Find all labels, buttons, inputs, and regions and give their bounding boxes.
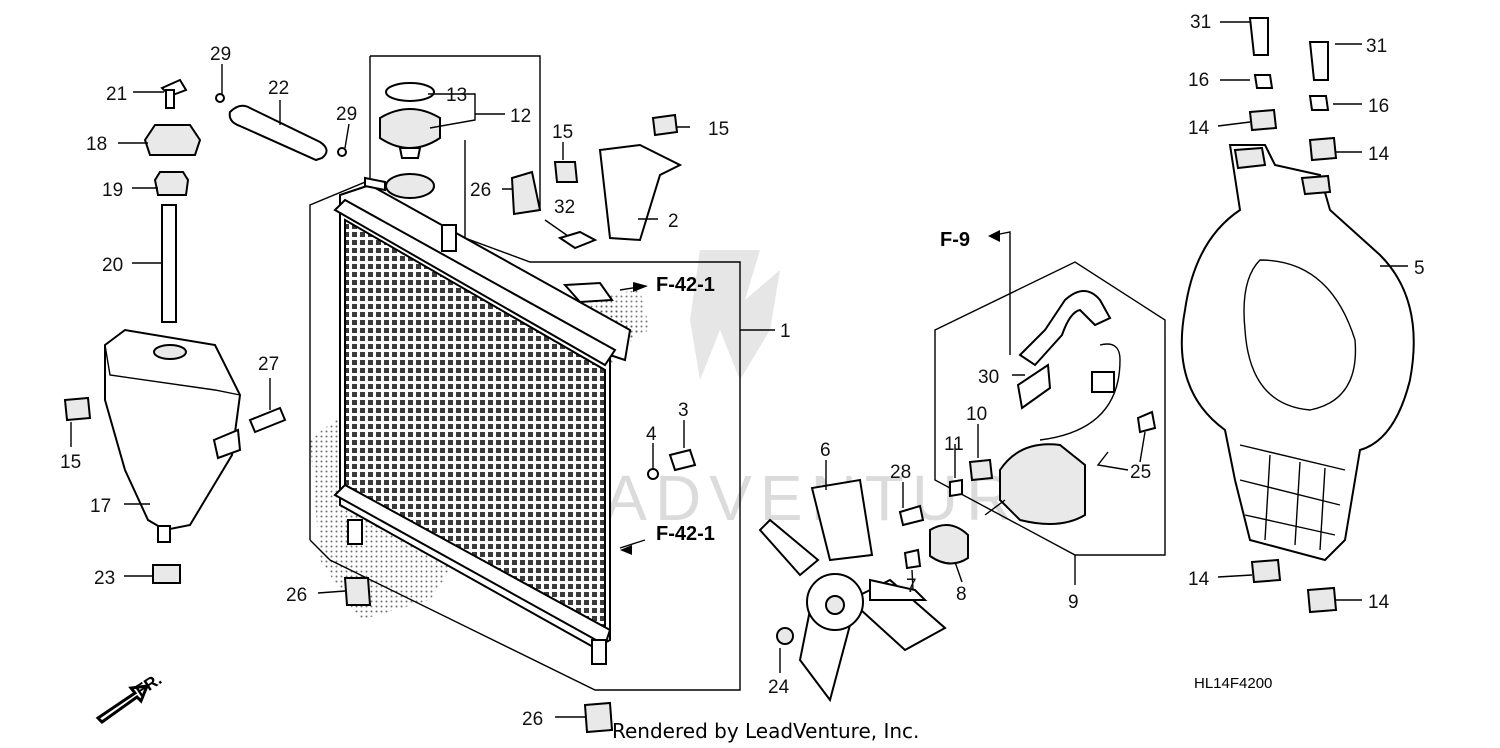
callout-4: 4 [646,424,657,445]
ref-f42-bottom: F-42-1 [656,523,715,545]
ref-f42-top: F-42-1 [656,274,715,296]
callout-20: 20 [102,255,123,276]
callout-26b: 26 [286,585,307,606]
callout-22: 22 [268,78,289,99]
callout-29b: 29 [336,104,357,125]
callout-1: 1 [780,321,791,342]
callout-14c: 14 [1188,569,1210,590]
render-credit: Rendered by LeadVenture, Inc. [612,719,919,743]
callout-21: 21 [106,84,127,105]
callout-26c: 26 [522,709,543,730]
callout-8: 8 [956,584,967,605]
callout-17: 17 [90,496,111,517]
callout-15b: 15 [552,122,573,143]
callout-5: 5 [1414,258,1425,279]
reference-arrows [620,230,1000,555]
callout-19: 19 [102,180,123,201]
callout-16a: 16 [1188,70,1209,91]
callout-24: 24 [768,677,790,698]
fan-motor [984,290,1121,525]
callout-10: 10 [966,404,987,425]
callout-25: 25 [1130,462,1151,483]
callout-26a: 26 [470,180,491,201]
fan-blade [758,478,947,703]
callout-29a: 29 [210,44,231,65]
callout-2: 2 [668,211,679,232]
radiator [333,173,632,665]
callouts: 31 31 16 16 14 14 14 14 5 29 29 21 22 18… [60,12,1425,730]
callout-14d: 14 [1368,592,1390,613]
callout-18: 18 [86,134,107,155]
callout-16b: 16 [1368,96,1389,117]
ref-f9: F-9 [940,229,970,251]
callout-14a: 14 [1188,118,1210,139]
callout-6: 6 [820,440,831,461]
callout-13: 13 [446,85,467,106]
callout-14b: 14 [1368,144,1390,165]
callout-7: 7 [906,576,917,597]
callout-28: 28 [890,462,911,483]
callout-15a: 15 [60,452,81,473]
small-parts [63,113,1157,734]
callout-15c: 15 [708,119,729,140]
callout-30: 30 [978,367,999,388]
diagram-code: HL14F4200 [1194,675,1272,692]
radiator-cap [379,82,441,159]
callout-12: 12 [510,106,531,127]
callout-9: 9 [1068,592,1079,613]
callout-11: 11 [944,434,964,455]
front-direction-marker: FR. [95,670,165,724]
callout-23: 23 [94,568,115,589]
tank-cap-assembly [143,78,347,323]
callout-32: 32 [554,197,575,218]
fan-shroud [1180,17,1415,614]
reserve-tank [104,328,242,543]
assembly-outlines [309,55,1166,691]
callout-31b: 31 [1366,36,1387,57]
callout-3: 3 [678,400,689,421]
callout-27: 27 [258,354,279,375]
callout-31a: 31 [1190,12,1211,33]
